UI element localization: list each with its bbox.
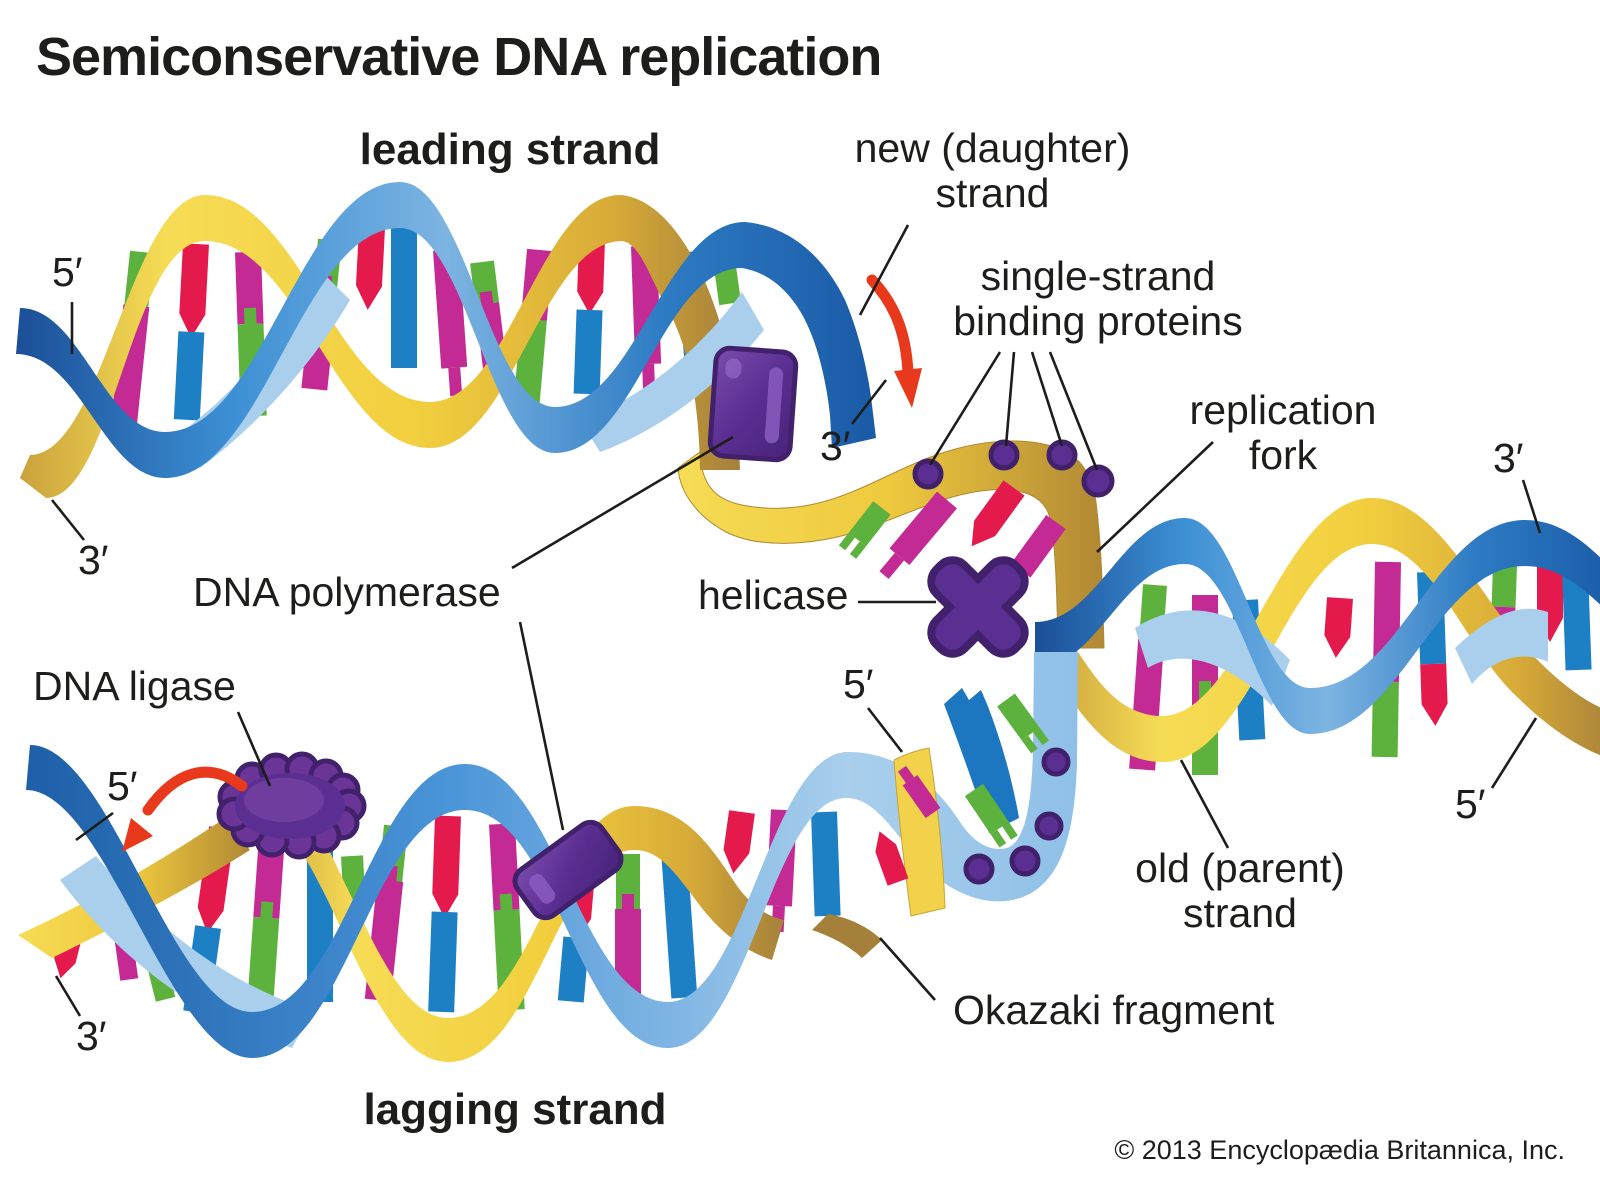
base-pair [723, 810, 755, 874]
pointer-line [850, 379, 888, 425]
synthesis-arrow-leading-icon [866, 274, 922, 408]
old-parent-strand-label: old (parent) strand [1090, 845, 1390, 937]
ssb-proteins [912, 439, 1115, 885]
pointer-line [1004, 351, 1016, 447]
ssb-label-line2: binding proteins [953, 298, 1243, 345]
pointer-line [1490, 717, 1538, 789]
pointer-line [1521, 479, 1542, 534]
replication-fork-label-line2: fork [1248, 432, 1318, 479]
three-prime-marker-parent-right: 3′ [1493, 435, 1524, 481]
three-prime-marker-leading-left: 3′ [78, 537, 109, 583]
five-prime-marker-leading-left: 5′ [52, 249, 83, 295]
leading-strand-label: leading strand [359, 125, 661, 174]
ssb-protein-icon [912, 458, 944, 490]
ribbon-inner-face [60, 856, 312, 1048]
base-pair [811, 811, 841, 917]
ssb-protein-icon [1009, 845, 1041, 877]
pointer-line [1048, 351, 1099, 471]
pointer-line [518, 621, 565, 831]
ribbon-inner-face [1455, 608, 1548, 684]
old-parent-strand-label-line2: strand [1183, 890, 1297, 937]
new-daughter-strand-label-line1: new (daughter) [854, 125, 1131, 171]
pointer-line [1179, 759, 1230, 849]
page-title: Semiconservative DNA replication [36, 27, 882, 87]
dna-polymerase-label: DNA polymerase [193, 569, 501, 615]
pointer-line [236, 711, 272, 787]
dna-polymerase-leading-icon [707, 345, 799, 463]
base-pair [173, 243, 209, 421]
five-prime-marker-parent-right: 5′ [1455, 781, 1486, 827]
ribbon-inner-face [580, 292, 764, 452]
unpaired-base [997, 693, 1049, 754]
base-pair [428, 815, 461, 1013]
pointer-line [54, 975, 82, 1017]
synthesis-arrow-lagging-icon [122, 766, 248, 852]
base-pair [355, 227, 385, 310]
base-pair [1324, 597, 1353, 658]
dna-polymerase-lagging-icon [512, 819, 624, 921]
pointer-line [866, 707, 904, 753]
dna-ligase-icon [216, 751, 367, 860]
unpaired-base [971, 480, 1025, 547]
base-pair [1562, 567, 1592, 671]
unpaired-base [879, 491, 957, 579]
unpaired-base [838, 501, 891, 559]
unpaired-base [875, 831, 909, 886]
pointer-line [1096, 441, 1214, 553]
old-parent-strand-label-line1: old (parent) [1135, 845, 1345, 891]
new-daughter-strand-label: new (daughter) strand [820, 125, 1165, 217]
pointer-lines [50, 224, 1542, 1017]
parent-strand-blue-ribbon [1035, 518, 1600, 734]
dna-ligase-label: DNA ligase [33, 663, 236, 709]
ssb-label-line1: single-strand [980, 253, 1216, 299]
lagging-strand-label: lagging strand [363, 1085, 667, 1134]
okazaki-fragment-yellow-ribbon [250, 765, 784, 1062]
pointer-line [1030, 351, 1064, 447]
okazaki-fragment-tip [812, 914, 882, 958]
helicase-label: helicase [698, 572, 849, 618]
replication-fork-label: replication fork [1163, 387, 1403, 479]
pointer-line [928, 351, 1002, 466]
pointer-line [858, 224, 910, 316]
five-prime-marker-lagging-left: 5′ [107, 763, 138, 809]
base-pair [615, 854, 641, 1001]
unpaired-base [964, 783, 1018, 848]
copyright-notice: © 2013 Encyclopædia Britannica, Inc. [1114, 1135, 1565, 1165]
pointer-line [75, 811, 114, 842]
base-pair [391, 228, 417, 368]
unpaired-base [897, 765, 941, 819]
leading-strand-yellow-ribbon [20, 195, 740, 498]
leading-new-strand-blue-ribbon [16, 182, 876, 478]
ssb-protein-icon [1081, 464, 1115, 498]
template-fork-fragment [944, 688, 1019, 833]
pointer-line [511, 435, 734, 570]
ssb-protein-icon [988, 439, 1020, 471]
pointer-line [879, 937, 936, 1001]
ssb-protein-icon [963, 853, 995, 885]
five-prime-marker-fork: 5′ [843, 661, 874, 707]
new-daughter-strand-label-line2: strand [935, 170, 1050, 217]
helicase-icon [927, 556, 1029, 658]
base-pair [573, 239, 605, 395]
ssb-label: single-strand binding proteins [928, 253, 1268, 345]
ssb-protein-icon [1034, 811, 1064, 841]
pointer-line [50, 499, 86, 541]
ssb-protein-icon [1041, 747, 1071, 777]
three-prime-marker-lagging-left: 3′ [76, 1013, 107, 1059]
three-prime-marker-daughter: 3′ [820, 423, 851, 469]
okazaki-fragment-label: Okazaki fragment [953, 987, 1275, 1033]
replication-fork-label-line1: replication [1189, 387, 1377, 433]
